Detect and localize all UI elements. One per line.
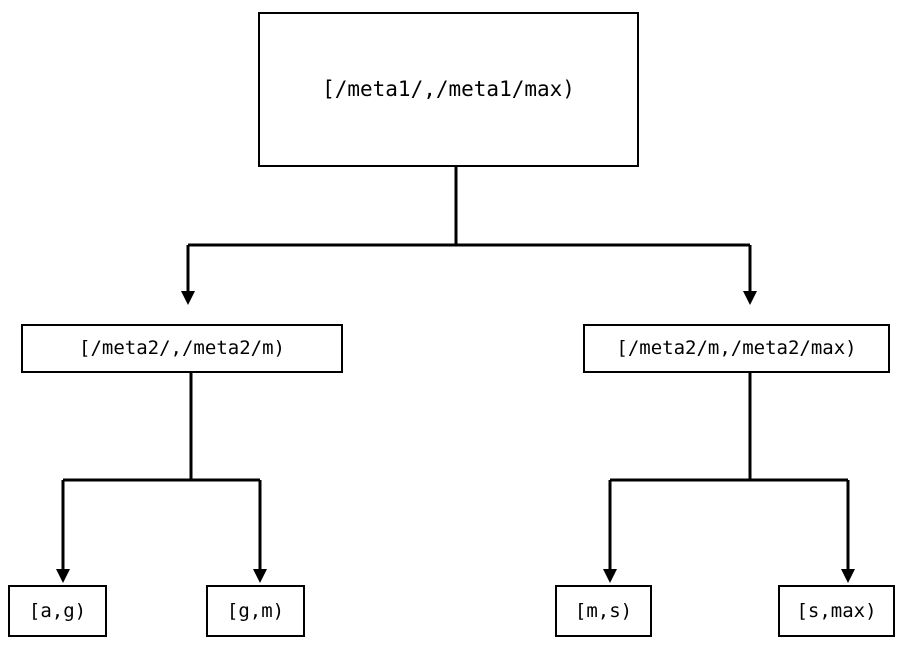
tree-node-leaf-gm[interactable]: [g,m) [206,585,305,637]
tree-node-leaf-ms[interactable]: [m,s) [555,585,652,637]
arrowhead-mid-left-to-leaf-ag [56,569,70,583]
tree-node-leaf-ms-label: [m,s) [574,599,633,622]
tree-node-mid-left[interactable]: [/meta2/,/meta2/m) [21,324,343,373]
tree-node-mid-right[interactable]: [/meta2/m,/meta2/max) [583,324,890,373]
tree-node-leaf-smax-label: [s,max) [796,599,877,622]
tree-node-mid-left-label: [/meta2/,/meta2/m) [79,337,285,359]
tree-node-leaf-smax[interactable]: [s,max) [778,585,895,637]
arrowhead-root-to-mid-right [743,291,757,305]
tree-node-leaf-ag-label: [a,g) [28,599,87,622]
tree-node-leaf-gm-label: [g,m) [226,599,285,622]
arrowhead-mid-right-to-leaf-smax [841,569,855,583]
arrowhead-root-to-mid-left [181,291,195,305]
arrowhead-mid-right-to-leaf-ms [603,569,617,583]
arrowhead-mid-left-to-leaf-gm [253,569,267,583]
tree-node-root-label: [/meta1/,/meta1/max) [322,77,575,101]
tree-node-root[interactable]: [/meta1/,/meta1/max) [258,12,639,167]
tree-node-mid-right-label: [/meta2/m,/meta2/max) [616,337,857,359]
tree-node-leaf-ag[interactable]: [a,g) [8,585,107,637]
